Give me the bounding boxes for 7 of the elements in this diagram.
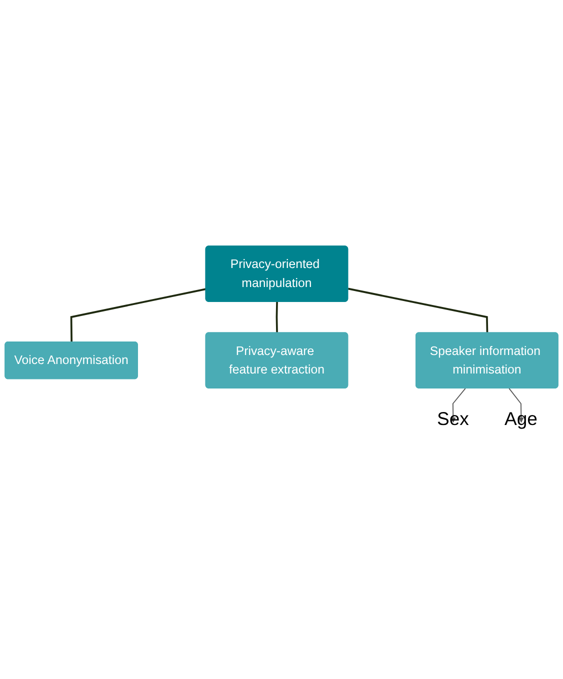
connector	[348, 288, 488, 333]
arrow	[508, 388, 524, 423]
node-text: Age	[504, 408, 538, 430]
connector	[276, 302, 278, 333]
arrow	[450, 388, 466, 423]
node-text: Sex	[436, 408, 469, 430]
connector	[70, 288, 206, 342]
